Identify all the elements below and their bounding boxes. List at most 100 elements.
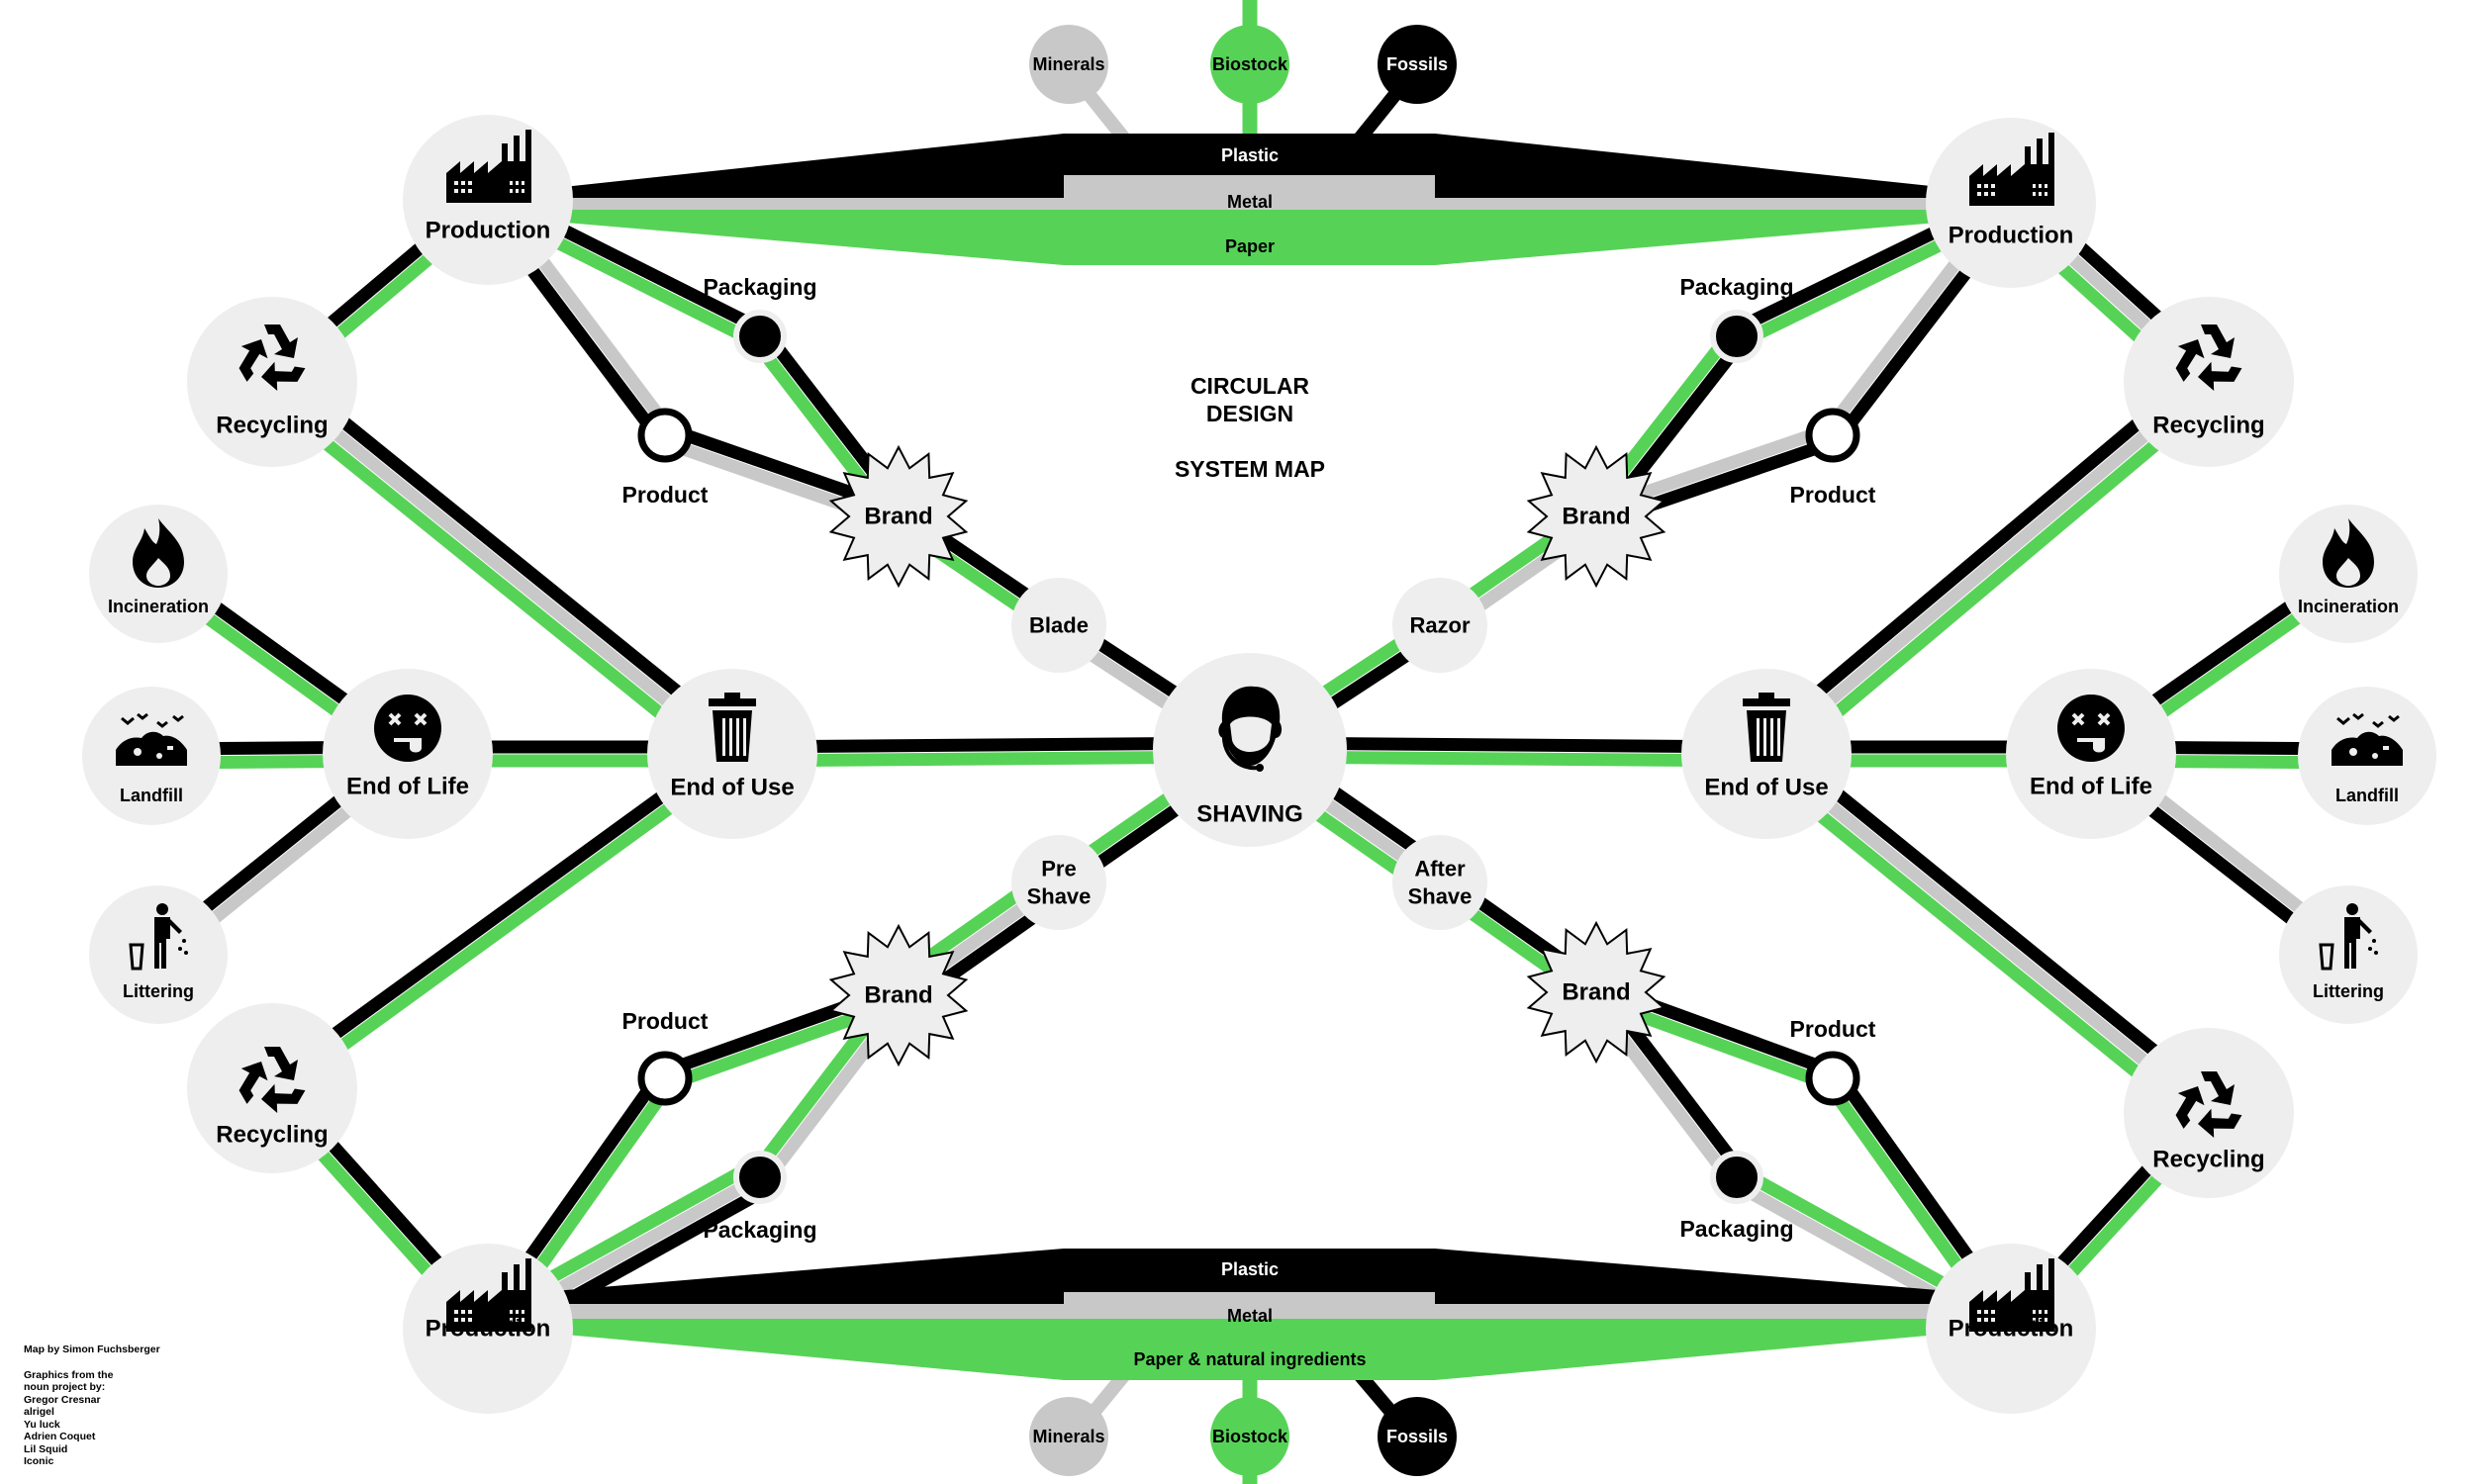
recycle-arrow [238, 338, 268, 382]
product-label: Product [1790, 482, 1876, 508]
packaging-label: Packaging [703, 1217, 816, 1243]
factory-window [468, 1318, 472, 1322]
flow-line [1770, 738, 2222, 1108]
map-title-line: CIRCULAR [1190, 373, 1309, 399]
packaging-label: Packaging [1679, 274, 1793, 300]
factory-window [522, 181, 524, 185]
factory-window [2033, 192, 2036, 196]
product-type-label: Shave [1027, 884, 1092, 909]
factory-window [461, 1310, 465, 1314]
person-head [156, 903, 168, 915]
factory-window [1984, 1318, 1988, 1322]
credit-graphics-intro-2: noun project by: [24, 1381, 106, 1393]
flow-line [259, 387, 728, 770]
packaging-label: Packaging [1679, 1216, 1793, 1242]
landfill-icon [2331, 712, 2403, 766]
factory-window [2039, 1310, 2042, 1314]
plastic-band-center [1064, 1249, 1435, 1292]
factory-window [1984, 184, 1988, 188]
paper-band-center [1064, 1338, 1435, 1380]
end-of-use-label: End of Use [670, 775, 794, 801]
brand-node [828, 923, 969, 1067]
brand-label: Brand [864, 982, 932, 1009]
brand-node [1526, 920, 1666, 1065]
face-area [1230, 716, 1272, 752]
flow-line [1761, 748, 2214, 1119]
incineration-label: Incineration [2298, 597, 2399, 616]
landfill-icon [116, 712, 187, 766]
littering-label: Littering [2313, 981, 2384, 1001]
bin-slot [1777, 718, 1780, 756]
flow-line [1761, 377, 2214, 759]
trash-can [2319, 943, 2334, 971]
face-circle [374, 695, 441, 762]
littering-label: Littering [123, 981, 194, 1001]
minerals-source-label: Minerals [1032, 54, 1104, 74]
product-type-node [1392, 578, 1487, 673]
fossils-source-label: Fossils [1386, 1427, 1448, 1446]
recycle-arrow [2201, 325, 2235, 358]
factory-window [1991, 192, 1995, 196]
map-title-line: SYSTEM MAP [1175, 456, 1325, 482]
production-label: Production [426, 1316, 551, 1343]
landfill-detail [2372, 753, 2378, 759]
landfill-detail [134, 748, 142, 756]
map-nodes [82, 25, 2436, 1476]
product-node [637, 408, 693, 463]
factory-window [468, 1310, 472, 1314]
shaving-label: SHAVING [1196, 801, 1303, 828]
factory-window [2039, 192, 2042, 196]
flame-icon [133, 518, 184, 588]
plastic-band-center [1064, 134, 1435, 175]
factory-window [1977, 1310, 1981, 1314]
product-type-node [1011, 835, 1106, 930]
factory-window [1977, 1318, 1981, 1322]
recycle-arrow [2198, 361, 2242, 392]
recycle-icon [238, 325, 306, 392]
product-type-label: Shave [1408, 884, 1473, 909]
fossils-source [1378, 25, 1457, 104]
production-label: Production [1949, 1316, 2074, 1343]
paper-band-label: Paper [1225, 236, 1275, 256]
flame-outer [2323, 518, 2374, 588]
biostock-source-label: Biostock [1212, 54, 1288, 74]
paper-band [554, 210, 1950, 265]
packaging-node [1710, 310, 1763, 363]
trash-can [129, 943, 144, 971]
product-type-node [1011, 578, 1106, 673]
bin-slot [1770, 718, 1773, 756]
metal-band-label: Metal [1227, 192, 1273, 212]
face-circle [2057, 695, 2125, 762]
landfill-label: Landfill [120, 786, 183, 805]
recycling-label: Recycling [216, 1122, 328, 1149]
end-of-life-label: End of Life [2030, 774, 2152, 800]
product-type-label: Blade [1029, 613, 1089, 638]
factory-window [2045, 184, 2047, 188]
credit-author: alrigel [24, 1406, 54, 1418]
product-type-label: Pre [1041, 857, 1076, 881]
trash-bin-icon [709, 693, 756, 762]
litter-dot [2368, 947, 2372, 951]
littering-icon [129, 903, 188, 971]
recycle-icon [2175, 1071, 2242, 1139]
factory-window [2033, 1318, 2036, 1322]
biostock-source-label: Biostock [1212, 1427, 1288, 1446]
factory-window [468, 189, 472, 193]
brand-node [1526, 444, 1666, 589]
factory-icon [1969, 133, 2054, 206]
recycle-arrow [2175, 1085, 2205, 1129]
credits: Map by Simon Fuchsberger Graphics from t… [24, 1344, 160, 1468]
fossils-source-label: Fossils [1386, 54, 1448, 74]
brand-label: Brand [1562, 979, 1630, 1006]
factory-window [522, 1310, 524, 1314]
flow-line [1754, 759, 2205, 1129]
factory-window [516, 1310, 519, 1314]
factory-window [516, 189, 519, 193]
factory-window [461, 1318, 465, 1322]
product-type-label: After [1414, 857, 1466, 881]
map-title-line: DESIGN [1206, 401, 1293, 426]
factory-window [510, 1310, 513, 1314]
bird-shapes [121, 712, 184, 728]
face-eyes [2071, 712, 2111, 726]
person-arm [170, 919, 182, 934]
